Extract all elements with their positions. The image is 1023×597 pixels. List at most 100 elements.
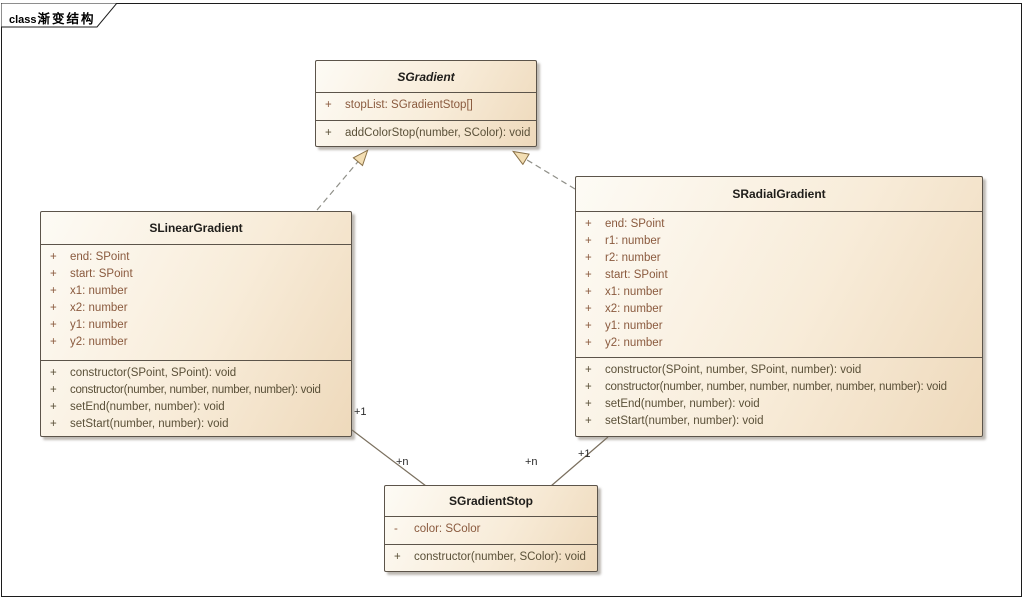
attribute-row: + x1: number	[576, 284, 982, 301]
attribute-row: + x2: number	[41, 300, 351, 317]
attribute-text: color: SColor	[414, 523, 481, 535]
visibility-sign: +	[585, 381, 592, 393]
attribute-text: y2: number	[605, 337, 663, 349]
visibility-sign: +	[585, 415, 592, 427]
multiplicity-label-linear-source: +1	[354, 406, 367, 418]
method-row: + constructor(SPoint, SPoint): void	[41, 365, 351, 382]
visibility-sign: +	[585, 398, 592, 410]
attribute-row: + start: SPoint	[41, 266, 351, 283]
visibility-sign: +	[394, 551, 401, 563]
visibility-sign: +	[585, 235, 592, 247]
attribute-row: + stopList: SGradientStop[]	[316, 97, 536, 114]
attribute-row: + r1: number	[576, 233, 982, 250]
method-row: + setStart(number, number): void	[576, 413, 982, 430]
methods-compartment: + constructor(number, SColor): void	[385, 545, 597, 573]
class-name-slineargradient: SLinearGradient	[41, 212, 351, 245]
method-text: setEnd(number, number): void	[605, 398, 760, 410]
class-box-sgradientstop[interactable]: SGradientStop - color: SColor + construc…	[384, 485, 598, 572]
frame-keyword: class	[9, 14, 37, 26]
method-text: addColorStop(number, SColor): void	[345, 127, 531, 139]
visibility-sign: +	[585, 269, 592, 281]
visibility-sign: +	[585, 218, 592, 230]
attribute-text: r1: number	[605, 235, 661, 247]
method-text: setStart(number, number): void	[605, 415, 764, 427]
attribute-text: stopList: SGradientStop[]	[345, 99, 473, 111]
frame-title: class 渐变结构	[9, 8, 96, 27]
attribute-row: + end: SPoint	[41, 249, 351, 266]
attribute-text: y1: number	[70, 319, 128, 331]
class-box-sradialgradient[interactable]: SRadialGradient + end: SPoint + r1: numb…	[575, 176, 983, 437]
method-text: constructor(SPoint, number, SPoint, numb…	[605, 364, 862, 376]
attribute-text: x2: number	[605, 303, 663, 315]
visibility-sign: +	[50, 418, 57, 430]
attribute-row: + x2: number	[576, 301, 982, 318]
attribute-row: + y2: number	[576, 335, 982, 352]
attribute-text: start: SPoint	[70, 268, 133, 280]
attribute-text: end: SPoint	[605, 218, 665, 230]
visibility-sign: +	[585, 286, 592, 298]
visibility-sign: +	[585, 303, 592, 315]
class-box-sgradient[interactable]: SGradient + stopList: SGradientStop[] + …	[315, 60, 537, 147]
visibility-sign: +	[50, 302, 57, 314]
methods-compartment: + addColorStop(number, SColor): void	[316, 121, 536, 148]
class-name-sgradientstop: SGradientStop	[385, 486, 597, 517]
method-row: + setEnd(number, number): void	[41, 399, 351, 416]
method-row: + constructor(number, number, number, nu…	[576, 379, 982, 396]
attribute-row: + start: SPoint	[576, 267, 982, 284]
visibility-sign: +	[50, 319, 57, 331]
visibility-sign: +	[50, 384, 57, 396]
frame-title-text: 渐变结构	[37, 12, 96, 26]
visibility-sign: -	[394, 523, 398, 535]
visibility-sign: +	[325, 99, 332, 111]
visibility-sign: +	[50, 336, 57, 348]
visibility-sign: +	[50, 285, 57, 297]
attribute-text: y2: number	[70, 336, 128, 348]
visibility-sign: +	[585, 252, 592, 264]
visibility-sign: +	[585, 320, 592, 332]
attribute-text: y1: number	[605, 320, 663, 332]
method-row: + constructor(SPoint, number, SPoint, nu…	[576, 362, 982, 379]
method-text: setStart(number, number): void	[70, 418, 229, 430]
method-text: setEnd(number, number): void	[70, 401, 225, 413]
class-name-sradialgradient: SRadialGradient	[576, 177, 982, 212]
attributes-compartment: + end: SPoint + start: SPoint + x1: numb…	[41, 245, 351, 361]
method-row: + addColorStop(number, SColor): void	[316, 125, 536, 142]
method-text: constructor(number, number, number, numb…	[70, 384, 321, 396]
attribute-row: + y1: number	[41, 317, 351, 334]
attributes-compartment: + end: SPoint + r1: number + r2: number …	[576, 212, 982, 358]
class-name-sgradient: SGradient	[316, 61, 536, 93]
visibility-sign: +	[50, 367, 57, 379]
attribute-row: + y1: number	[576, 318, 982, 335]
attribute-text: x1: number	[70, 285, 128, 297]
methods-compartment: + constructor(SPoint, SPoint): void + co…	[41, 361, 351, 438]
attribute-text: start: SPoint	[605, 269, 668, 281]
attribute-text: r2: number	[605, 252, 661, 264]
attribute-text: x1: number	[605, 286, 663, 298]
attribute-row: + y2: number	[41, 334, 351, 351]
visibility-sign: +	[585, 364, 592, 376]
class-box-slineargradient[interactable]: SLinearGradient + end: SPoint + start: S…	[40, 211, 352, 437]
attribute-text: end: SPoint	[70, 251, 130, 263]
method-row: + setStart(number, number): void	[41, 416, 351, 433]
visibility-sign: +	[585, 337, 592, 349]
attribute-row: + end: SPoint	[576, 216, 982, 233]
attribute-row: - color: SColor	[385, 521, 597, 538]
attribute-text: x2: number	[70, 302, 128, 314]
attribute-row: + r2: number	[576, 250, 982, 267]
multiplicity-label-linear-target: +n	[396, 456, 409, 468]
visibility-sign: +	[50, 401, 57, 413]
method-text: constructor(number, number, number, numb…	[605, 381, 947, 393]
methods-compartment: + constructor(SPoint, number, SPoint, nu…	[576, 358, 982, 438]
multiplicity-label-radial-source: +1	[578, 448, 591, 460]
visibility-sign: +	[325, 127, 332, 139]
frame-tab	[1, 3, 118, 28]
attribute-row: + x1: number	[41, 283, 351, 300]
attributes-compartment: + stopList: SGradientStop[]	[316, 93, 536, 121]
visibility-sign: +	[50, 268, 57, 280]
attributes-compartment: - color: SColor	[385, 517, 597, 545]
method-text: constructor(number, SColor): void	[414, 551, 586, 563]
method-row: + constructor(number, number, number, nu…	[41, 382, 351, 399]
method-text: constructor(SPoint, SPoint): void	[70, 367, 237, 379]
multiplicity-label-radial-target: +n	[525, 456, 538, 468]
